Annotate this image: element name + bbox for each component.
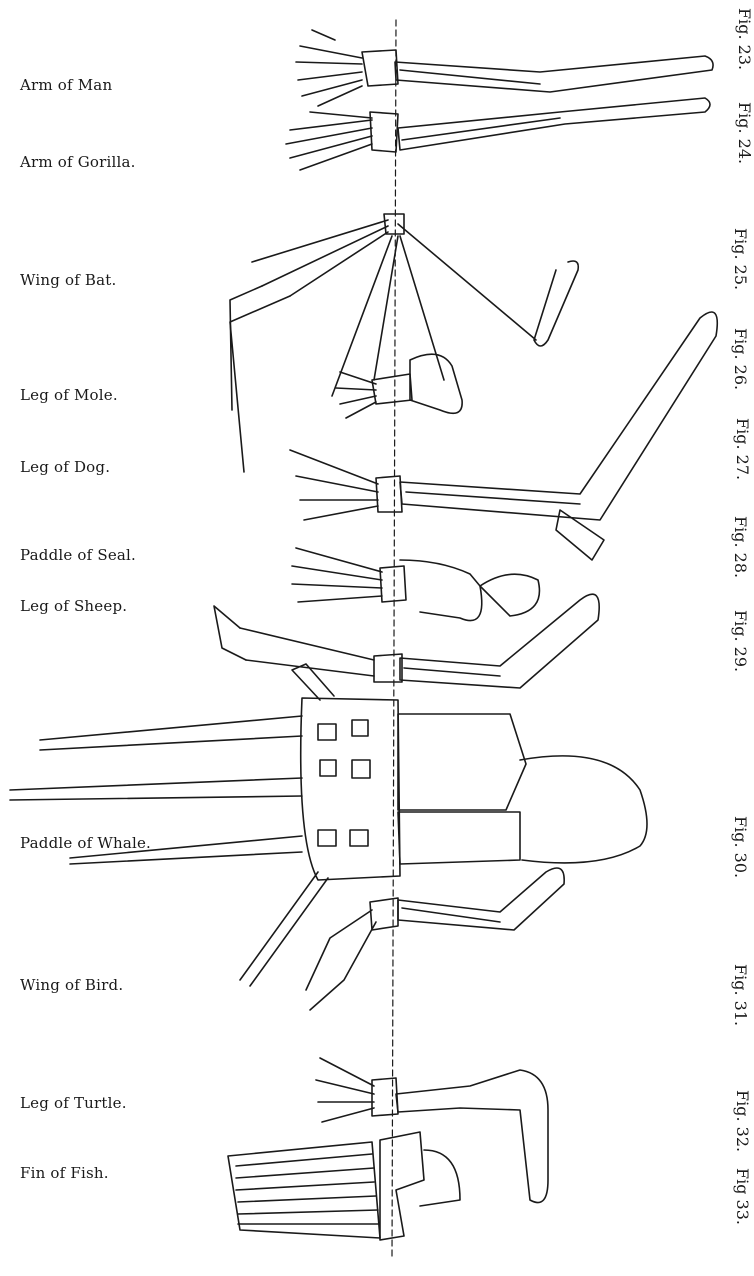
wing-of-bat-drawing bbox=[230, 214, 578, 472]
paddle-of-whale-drawing bbox=[10, 664, 647, 986]
fin-of-fish-drawing bbox=[228, 1132, 460, 1240]
arm-of-man-drawing bbox=[296, 30, 713, 106]
leg-of-dog-drawing bbox=[290, 312, 717, 560]
wing-of-bird-drawing bbox=[306, 868, 564, 1010]
leg-of-sheep-drawing bbox=[214, 594, 599, 688]
paddle-of-seal-drawing bbox=[292, 548, 539, 621]
leg-of-turtle-drawing bbox=[316, 1058, 548, 1203]
leg-of-mole-drawing bbox=[336, 354, 462, 418]
arm-of-gorilla-drawing bbox=[286, 98, 710, 170]
wrist-alignment-line bbox=[392, 20, 396, 1256]
